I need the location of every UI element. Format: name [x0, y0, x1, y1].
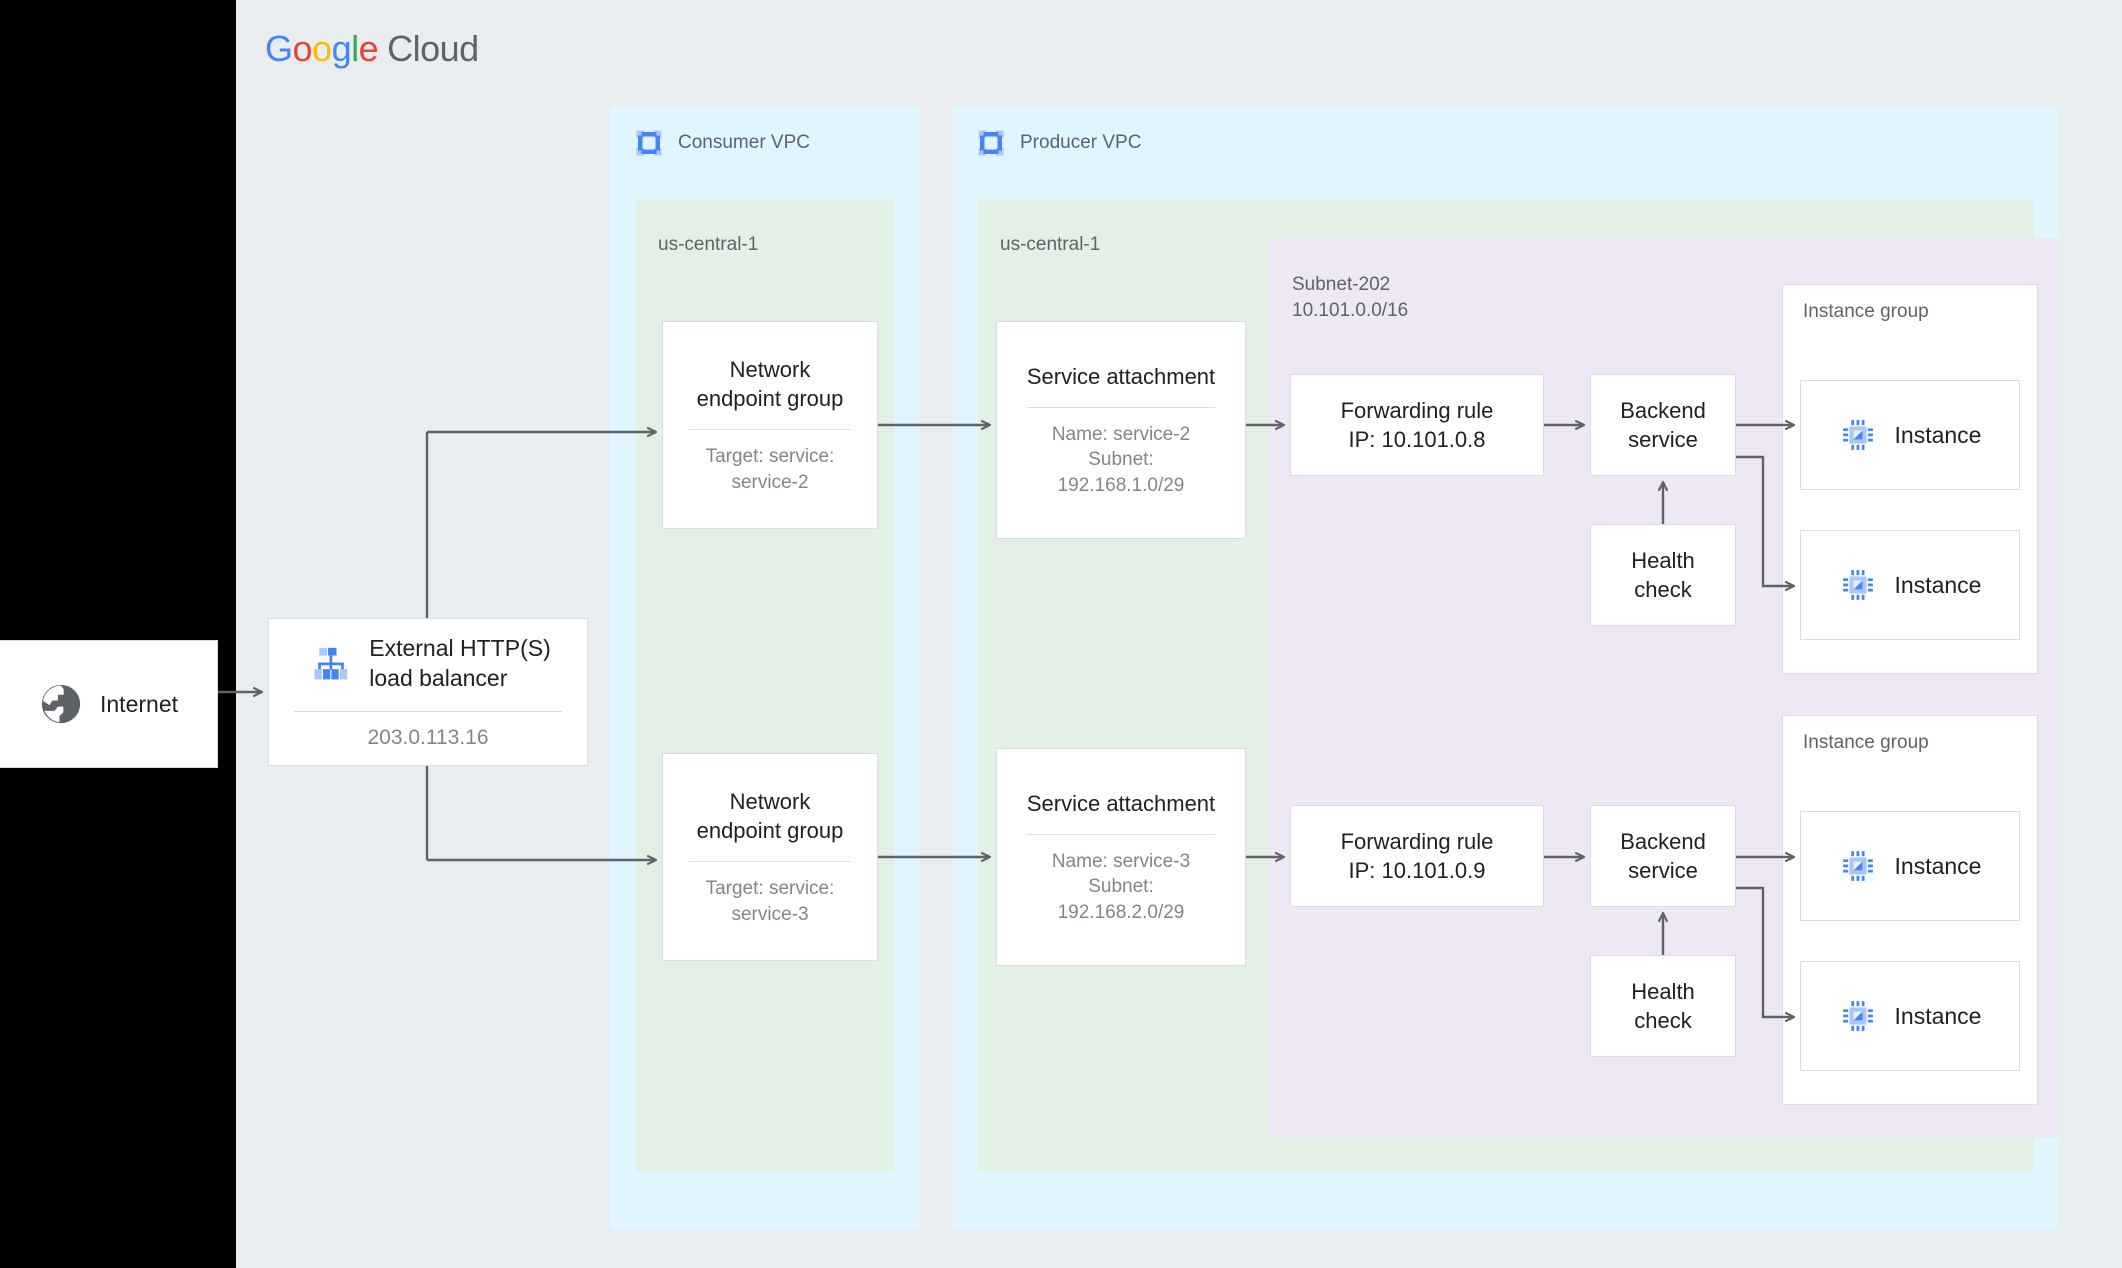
- instance-2-2[interactable]: Instance: [1800, 961, 2020, 1071]
- instance-2-2-label: Instance: [1894, 1002, 1982, 1029]
- instance-1-2[interactable]: Instance: [1800, 530, 2020, 640]
- instance-icon: [1842, 851, 1873, 881]
- instance-2-1-label: Instance: [1894, 852, 1982, 879]
- instance-2-1[interactable]: Instance: [1800, 811, 2020, 921]
- load-balancer-node[interactable]: External HTTP(S)load balancer 203.0.113.…: [268, 618, 588, 766]
- instance-group-1-label: Instance group: [1803, 301, 1929, 322]
- vpc-icon: [978, 130, 1004, 156]
- load-balancer-header: External HTTP(S)load balancer: [305, 634, 551, 693]
- service-attachment-1-divider: [1026, 406, 1216, 408]
- load-balancer-divider: [294, 710, 562, 712]
- logo-letter-l: l: [351, 28, 359, 69]
- instance-1-1[interactable]: Instance: [1800, 380, 2020, 490]
- producer-region-label: us-central-1: [1000, 234, 1101, 255]
- load-balancer-icon: [314, 647, 348, 679]
- producer-vpc-label: Producer VPC: [1020, 132, 1142, 153]
- logo-letter-o1: o: [292, 28, 313, 69]
- logo-letter-g: G: [265, 28, 293, 69]
- neg-1-divider: [688, 428, 852, 430]
- instance-1-1-label: Instance: [1894, 421, 1982, 448]
- load-balancer-ip: 203.0.113.16: [367, 725, 489, 749]
- neg-2-divider: [688, 860, 852, 862]
- internet-node[interactable]: Internet: [0, 640, 218, 768]
- consumer-region-label: us-central-1: [658, 234, 759, 255]
- internet-label: Internet: [100, 690, 178, 717]
- instance-icon: [1842, 1001, 1873, 1031]
- neg-2-subtitle: Target: service:service-3: [705, 877, 835, 925]
- logo-letter-o2: o: [312, 28, 332, 69]
- instance-icon: [1842, 420, 1873, 450]
- globe-icon: [41, 684, 81, 724]
- consumer-vpc-label: Consumer VPC: [678, 132, 810, 153]
- service-attachment-2-divider: [1026, 833, 1216, 835]
- load-balancer-title: External HTTP(S)load balancer: [369, 635, 551, 691]
- instance-icon: [1842, 570, 1873, 600]
- service-attachment-1-title: Service attachment: [1026, 363, 1216, 389]
- logo-letter-g2: g: [331, 28, 352, 69]
- instance-1-2-label: Instance: [1894, 571, 1982, 598]
- vpc-icon: [636, 130, 662, 156]
- instance-group-2-label: Instance group: [1803, 732, 1929, 753]
- neg-1-subtitle: Target: service:service-2: [705, 445, 835, 493]
- logo-word-cloud: Cloud: [387, 28, 479, 69]
- logo-letter-e: e: [358, 28, 379, 69]
- service-attachment-2-title: Service attachment: [1026, 790, 1216, 816]
